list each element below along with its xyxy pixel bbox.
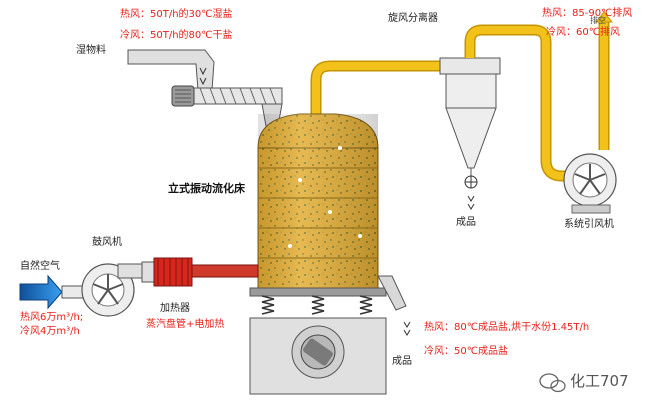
wechat-icon: [539, 373, 566, 393]
cold-feed-label: 冷风：50T/h的80℃干盐: [120, 30, 233, 41]
natural-air-label: 自然空气: [20, 261, 60, 272]
cyclone-label: 旋风分离器: [388, 13, 438, 24]
air-volume-cold-label: 冷风4万m³/h: [20, 326, 80, 337]
watermark: 化工707: [570, 372, 629, 390]
heater-icon: [141, 257, 259, 287]
induced-fan-icon: [563, 153, 617, 214]
feed-chute: [127, 49, 215, 91]
hot-exhaust-label: 热风：85-90℃排风: [542, 8, 633, 19]
natural-air-arrow: [19, 274, 87, 310]
blower-fan-icon: [81, 263, 143, 317]
vibration-spring-icon: [261, 295, 373, 315]
vent-label: 排空: [590, 16, 606, 25]
wet-material-label: 湿物料: [76, 45, 106, 56]
heater-type-label: 蒸汽盘管+电加热: [146, 319, 225, 330]
exhaust-duct-to-cyclone: [310, 60, 440, 118]
exhaust-duct-to-fan: [464, 11, 614, 182]
product-outlet-arrow: [403, 321, 411, 336]
cyclone-icon: [439, 57, 501, 210]
cold-product-label: 冷风：50℃成品盐: [424, 346, 508, 357]
vibration-base: [249, 317, 387, 395]
screw-feeder: [171, 85, 283, 127]
fluidized-bed-tower: [249, 113, 407, 311]
screw-feeder-motor-icon: [171, 85, 195, 107]
tower-title: 立式振动流化床: [168, 182, 245, 195]
hot-product-label: 热风：80℃成品盐,烘干水份1.45T/h: [424, 322, 590, 333]
cold-exhaust-label: 冷风：60℃排风: [546, 27, 620, 38]
heater-label: 加热器: [160, 303, 190, 314]
induced-fan-label: 系统引风机: [564, 219, 614, 230]
air-volume-hot-label: 热风6万m³/h;: [20, 312, 84, 323]
blower-label: 鼓风机: [92, 237, 122, 248]
cyclone-product-label: 成品: [456, 217, 476, 228]
bottom-product-label: 成品: [392, 356, 412, 367]
hot-feed-label: 热风：50T/h的30℃湿盐: [120, 9, 233, 20]
